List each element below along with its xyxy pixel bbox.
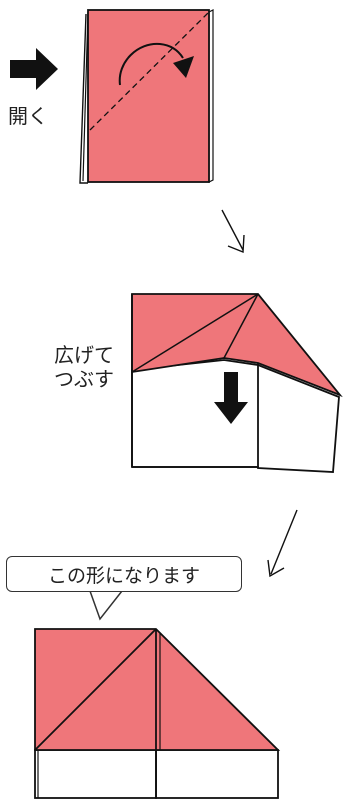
step3-result-shape [34, 628, 281, 799]
fold-guide-dashed [89, 11, 210, 131]
push-arrow-icon [10, 48, 58, 90]
spread-label-line1: 広げて [54, 343, 114, 367]
step-arrow-2-icon [267, 509, 298, 578]
rotate-arrow-icon [118, 42, 184, 86]
spread-instruction-label: 広げて つぶす [28, 343, 114, 391]
step2-spread-paper [131, 293, 343, 473]
result-speech-bubble: この形になります [6, 556, 242, 592]
step-arrow-1-icon [221, 209, 245, 254]
step1-paper [87, 9, 210, 183]
open-instruction-label: 開く [8, 104, 48, 128]
spread-label-line2: つぶす [54, 367, 114, 391]
rotate-arrowhead-icon [173, 56, 194, 78]
bubble-tail [88, 590, 124, 621]
squash-arrow-icon [214, 372, 248, 424]
step1-folded-paper [79, 9, 214, 184]
